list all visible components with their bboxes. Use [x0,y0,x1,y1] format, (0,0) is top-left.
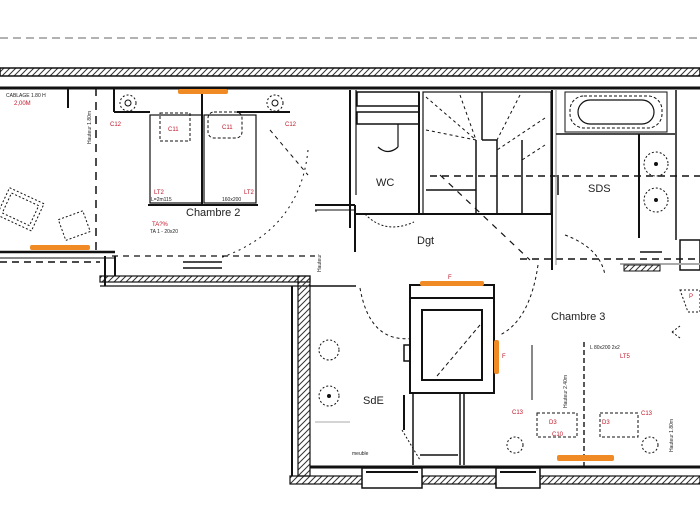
light-ch2-right: LT2 [244,190,254,196]
window-chambre3-bottom [557,455,614,461]
code-top-left: 2,00M [14,101,31,107]
bed-caption-ch3: L 80x200 2x2 [590,345,620,351]
tel-ch3: C10 [552,432,564,438]
socket-ch3-right: C13 [641,411,653,417]
height-label-left: Hauteur 1.80m [87,110,93,144]
room-label-chambre-3: Chambre 3 [551,311,606,323]
ta-ch2: TA?% [152,222,168,228]
socket-ch2-right: C12 [285,122,297,128]
ta-ch2-caption: TA 1 - 20x20 [150,229,178,235]
outlet-ch3-bed-a: D3 [549,420,557,426]
height-label-chambre3-right: Hauteur 1.80m [669,418,675,452]
room-label-dgt: Dgt [417,235,435,247]
light-ch3: LT5 [620,354,630,360]
room-label-wc: WC [376,177,395,189]
height-label-dgt: Hauteur [317,254,323,272]
tag-ch3-right: P [689,294,694,300]
height-label-chambre3-mid: Hauteur 2.40m [563,374,569,408]
room-label-chambre-2: Chambre 2 [186,207,241,219]
socket-ch3-left: C13 [512,410,524,416]
room-label-sde: SdE [363,395,384,407]
light-ch2-left: LT2 [154,190,164,196]
outlet-ch2-bed-b: C11 [222,125,233,131]
sde-caption: meuble [352,451,369,457]
top-wall [0,67,700,77]
caption-top-left: CABLAGE 1.80 H [6,93,46,99]
window-left [30,245,90,250]
window-chambre2-top [178,89,228,94]
window-label-side: F [502,354,506,360]
bed-dims-ch2-right: 160x200 [222,197,242,203]
outlet-ch2-bed-a: C11 [168,127,179,133]
window-shaft-side [494,340,499,374]
window-label-stair: F [448,275,452,281]
socket-ch2-left: C12 [110,122,122,128]
room-label-sds: SDS [588,183,611,195]
bed-dims-ch2-left: L=2m115 [151,197,172,203]
outlet-ch3-bed-b: D3 [602,420,610,426]
window-shaft-top [420,281,484,286]
